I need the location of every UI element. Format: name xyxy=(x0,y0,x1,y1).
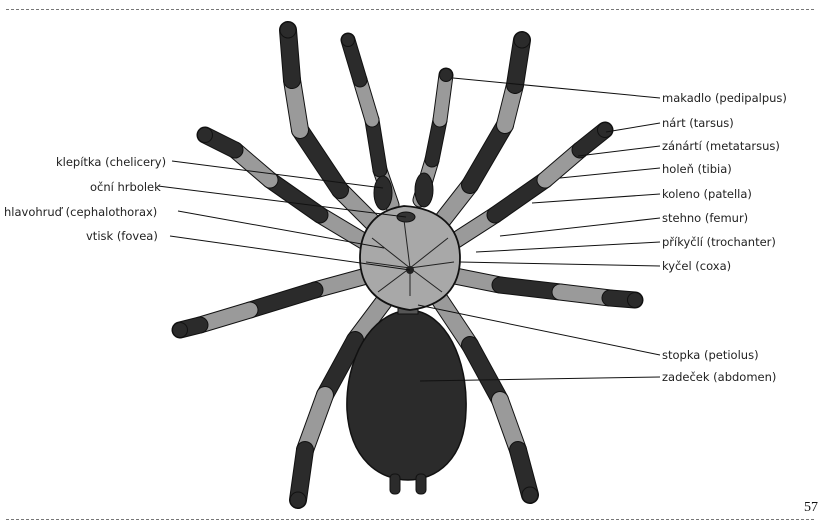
label-femur: stehno (femur) xyxy=(662,211,748,225)
right-leg-3-segment xyxy=(500,285,560,292)
right-leg-1-tip xyxy=(514,32,530,48)
left-leg-3-tip xyxy=(173,323,188,338)
left-leg-3-segment xyxy=(315,275,370,290)
left-leg-1-tip xyxy=(280,22,296,38)
label-patella: koleno (patella) xyxy=(662,187,752,201)
spinneret-right xyxy=(416,474,426,494)
right-leg-4-tip xyxy=(522,487,538,503)
label-chelicerae: klepítka (chelicery) xyxy=(56,155,166,169)
right-pedipalp-tip xyxy=(440,69,453,82)
left-leg-2-tip xyxy=(198,128,213,143)
left-pedipalp-segment xyxy=(372,120,380,170)
right-chelicera xyxy=(415,173,433,207)
left-chelicera xyxy=(374,176,392,210)
right-leg-4-segment xyxy=(470,345,500,400)
left-leg-1-segment xyxy=(300,130,340,190)
label-pedipalp: makadlo (pedipalpus) xyxy=(662,91,787,105)
label-tarsus: nárt (tarsus) xyxy=(662,116,734,130)
label-abdomen: zadeček (abdomen) xyxy=(662,370,776,384)
right-leg-2-tip xyxy=(598,123,613,138)
left-leg-2-segment xyxy=(270,180,320,215)
left-pedipalp-tip xyxy=(342,34,355,47)
label-petiolus: stopka (petiolus) xyxy=(662,348,759,362)
label-coxa: kyčel (coxa) xyxy=(662,259,731,273)
right-leg-1-segment xyxy=(470,125,505,185)
spinneret-left xyxy=(390,474,400,494)
right-leg-2-segment xyxy=(495,180,545,215)
label-fovea: vtisk (fovea) xyxy=(86,229,158,243)
label-trochanter: příkyčlí (trochanter) xyxy=(662,235,776,249)
label-metatarsus: zánártí (metatarsus) xyxy=(662,139,780,153)
label-tibia: holeň (tibia) xyxy=(662,162,732,176)
left-leg-4-tip xyxy=(290,492,306,508)
page-number: 57 xyxy=(804,500,818,516)
right-leg-3-tip xyxy=(628,293,643,308)
label-ocular-tubercle: oční hrbolek xyxy=(90,180,161,194)
label-cephalothorax: hlavohruď (cephalothorax) xyxy=(4,205,157,219)
left-leg-3-segment xyxy=(250,290,315,310)
